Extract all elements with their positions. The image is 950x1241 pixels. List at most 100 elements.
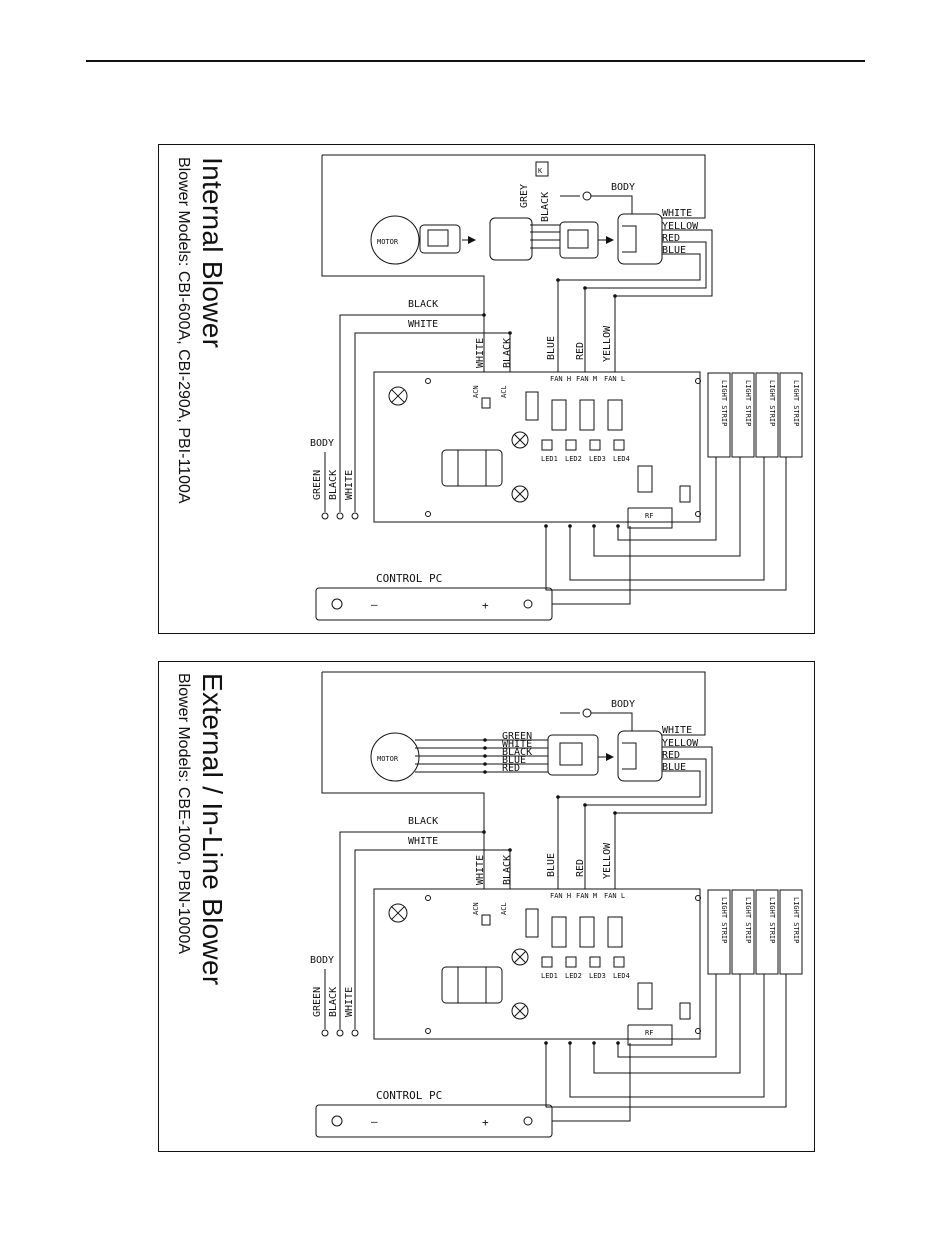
light-strip-2 bbox=[731, 889, 755, 975]
acl-black-label: BLACK bbox=[502, 855, 513, 885]
junction-dot bbox=[483, 770, 487, 774]
fanm-label: FAN M bbox=[576, 375, 597, 383]
fuse-icon bbox=[525, 391, 539, 421]
junction-dot bbox=[508, 331, 512, 335]
junction-dot bbox=[556, 795, 560, 799]
body-ground-wire-2 bbox=[591, 195, 633, 214]
white-power-wire bbox=[354, 332, 511, 512]
acn-label: ACN bbox=[472, 385, 480, 398]
light-strip-4 bbox=[779, 889, 803, 975]
rf-header bbox=[637, 982, 653, 1010]
light-strip-label-1: LIGHT STRIP bbox=[720, 897, 728, 943]
capacitor-connector bbox=[617, 730, 663, 782]
led4-wire bbox=[617, 457, 717, 541]
led2-label: LED2 bbox=[565, 972, 582, 980]
trimmer-icon-1-x2 bbox=[514, 951, 526, 963]
junction-dot bbox=[613, 294, 617, 298]
led3-label: LED3 bbox=[589, 455, 606, 463]
control-pc-panel bbox=[315, 587, 553, 621]
white-power-wire bbox=[354, 849, 511, 1029]
acl-label: ACL bbox=[500, 902, 508, 915]
trimmer-icon-2 bbox=[511, 1002, 529, 1020]
supply-ground-icon bbox=[321, 1029, 329, 1037]
trimmer-icon-2 bbox=[511, 485, 529, 503]
k-label: K bbox=[538, 167, 543, 175]
relay-fanm bbox=[579, 916, 595, 948]
body-ground-wire-2 bbox=[591, 712, 633, 731]
rf-chip bbox=[679, 1002, 691, 1020]
junction-dot bbox=[583, 286, 587, 290]
board-hole-1 bbox=[695, 378, 701, 384]
minus-button-label: — bbox=[371, 1115, 378, 1128]
fanm-label: FAN M bbox=[576, 892, 597, 900]
control-board bbox=[373, 888, 701, 1040]
green-supply-label: GREEN bbox=[312, 987, 323, 1017]
ground-symbol-icon bbox=[582, 708, 592, 718]
light-strip-label-3: LIGHT STRIP bbox=[768, 897, 776, 943]
fuse-icon bbox=[525, 908, 539, 938]
white-motor-label: WHITE bbox=[502, 739, 532, 750]
light-strip-4 bbox=[779, 372, 803, 458]
led2-connector bbox=[565, 956, 577, 968]
board-hole-0 bbox=[425, 895, 431, 901]
led3-connector bbox=[589, 439, 601, 451]
relay-fanm bbox=[579, 399, 595, 431]
header-rule bbox=[86, 60, 865, 62]
black-terminal-icon bbox=[336, 512, 344, 520]
black-power-label: BLACK bbox=[408, 299, 438, 310]
k-box bbox=[535, 161, 549, 177]
plus-button-label: + bbox=[482, 1116, 489, 1129]
black-motor-label: BLACK bbox=[502, 747, 532, 758]
black-power-wire bbox=[339, 314, 484, 512]
led4-wire bbox=[617, 974, 717, 1058]
junction-dot bbox=[482, 830, 486, 834]
rf-label: RF bbox=[645, 1029, 653, 1037]
led4-connector bbox=[613, 956, 625, 968]
black-feed-wire bbox=[321, 672, 485, 889]
acl-label: ACL bbox=[500, 385, 508, 398]
relay-fanl bbox=[607, 916, 623, 948]
black-k-label: BLACK bbox=[540, 192, 551, 222]
light-strip-label-3: LIGHT STRIP bbox=[768, 380, 776, 426]
power-icon bbox=[331, 1115, 343, 1127]
motor-body-label: BODY bbox=[611, 699, 635, 710]
red-motor-label: RED bbox=[662, 750, 680, 761]
white-terminal-icon bbox=[351, 512, 359, 520]
white-power-label: WHITE bbox=[408, 836, 438, 847]
red-motor-label: RED bbox=[502, 763, 520, 774]
acn-terminal bbox=[481, 397, 491, 409]
arrow-icon bbox=[468, 236, 476, 244]
relay-icon-x2 bbox=[391, 389, 405, 403]
fanl-yellow-label: YELLOW bbox=[602, 325, 613, 362]
led1-connector bbox=[541, 956, 553, 968]
yellow-motor-label: YELLOW bbox=[662, 738, 699, 749]
led1-label: LED1 bbox=[541, 455, 558, 463]
led4-connector bbox=[613, 439, 625, 451]
junction-dot bbox=[483, 746, 487, 750]
light-icon bbox=[523, 1116, 533, 1126]
acl-black-label: BLACK bbox=[502, 338, 513, 368]
plus-button-label: + bbox=[482, 599, 489, 612]
board-hole-2 bbox=[425, 1028, 431, 1034]
external-wiring: MOTORGREENWHITEBLACKBLUEREDBODYWHITEYELL… bbox=[310, 671, 803, 1138]
junction-dot bbox=[483, 738, 487, 742]
motor-plug-inner bbox=[427, 229, 449, 247]
light-strip-1 bbox=[707, 372, 731, 458]
transformer-icon bbox=[441, 966, 503, 1004]
junction-dot bbox=[583, 803, 587, 807]
fanh-blue-label: BLUE bbox=[546, 853, 557, 877]
led1-wire bbox=[545, 974, 787, 1108]
relay-icon bbox=[388, 386, 408, 406]
control-pc-label: CONTROL PC bbox=[376, 1089, 442, 1102]
red-wire bbox=[584, 241, 707, 372]
motor-plug bbox=[419, 224, 461, 254]
external-blower-panel bbox=[158, 661, 815, 1152]
led3-wire bbox=[593, 974, 741, 1074]
rf-module bbox=[627, 1024, 673, 1046]
relay-fanh bbox=[551, 916, 567, 948]
rf-module bbox=[627, 507, 673, 529]
trimmer-icon-1 bbox=[511, 948, 529, 966]
light-strip-3 bbox=[755, 889, 779, 975]
